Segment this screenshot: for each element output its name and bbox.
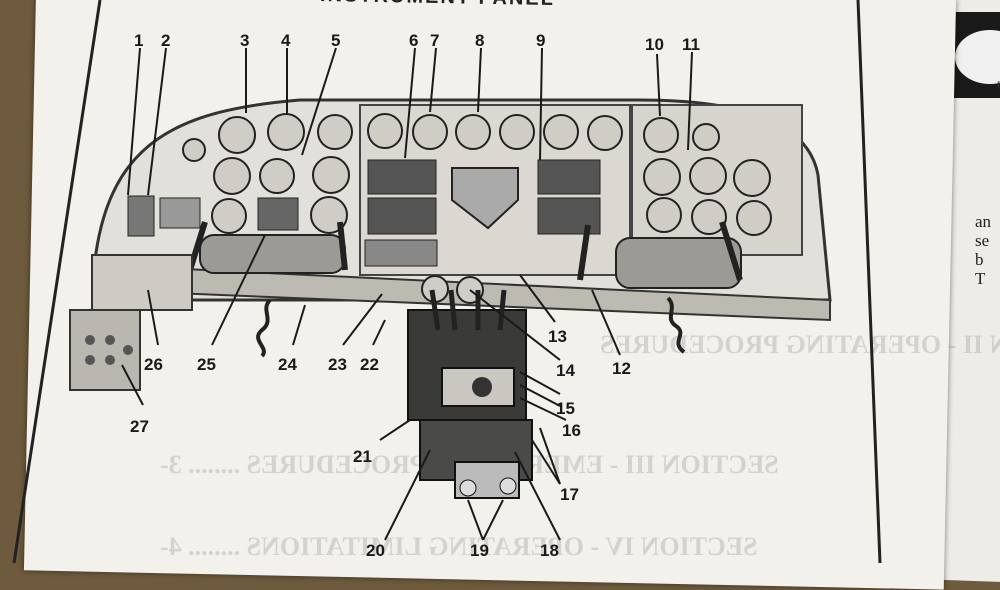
callout-24: 24: [278, 355, 297, 374]
callout-10: 10: [645, 35, 664, 54]
callout-21: 21: [353, 447, 372, 466]
callout-18: 18: [540, 541, 559, 560]
callout-6: 6: [409, 31, 418, 50]
side-line: b: [975, 250, 984, 269]
callout-17: 17: [560, 485, 579, 504]
callout-23: 23: [328, 355, 347, 374]
callout-15: 15: [556, 399, 575, 418]
callout-19: 19: [470, 541, 489, 560]
callout-26: 26: [144, 355, 163, 374]
callout-2: 2: [161, 31, 170, 50]
callout-13: 13: [548, 327, 567, 346]
callout-14: 14: [556, 361, 575, 380]
side-line: T: [975, 269, 986, 288]
callout-11: 11: [682, 35, 700, 54]
callout-20: 20: [366, 541, 385, 560]
callout-25: 25: [197, 355, 216, 374]
callout-3: 3: [240, 31, 249, 50]
gauge-dials: [182, 113, 772, 304]
side-text: an se b T: [975, 212, 991, 288]
callout-9: 9: [536, 31, 545, 50]
side-line: an: [975, 212, 992, 231]
callout-5: 5: [331, 31, 340, 50]
instrument-panel-illustration: 1 2 3 4 5 6 7 8 9 10 11 12 13 14 15 16 1…: [12, 0, 882, 563]
callout-4: 4: [281, 31, 291, 50]
callout-8: 8: [475, 31, 484, 50]
callout-27: 27: [130, 417, 149, 436]
side-line: se: [975, 231, 990, 250]
callout-7: 7: [430, 31, 439, 50]
callout-16: 16: [562, 421, 581, 440]
callout-12: 12: [612, 359, 631, 378]
callout-22: 22: [360, 355, 379, 374]
callout-1: 1: [134, 31, 143, 50]
badge-text: FO: [997, 80, 1000, 90]
